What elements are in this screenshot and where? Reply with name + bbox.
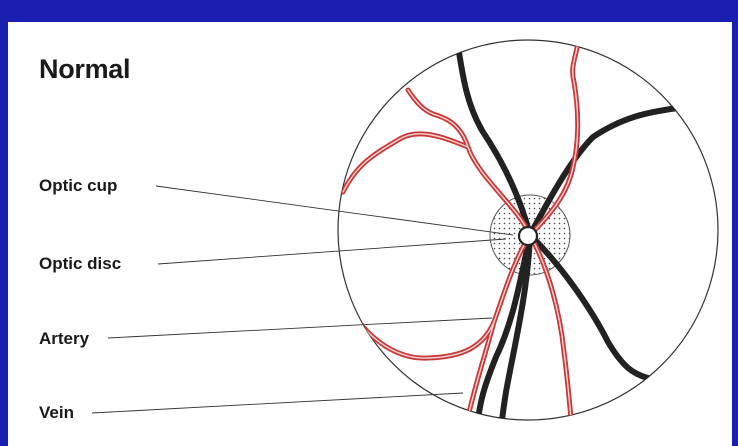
leader-line-vein (92, 393, 463, 413)
optic-cup (519, 227, 537, 245)
vein-lower-right (530, 235, 648, 378)
leader-line-optic-cup (156, 186, 513, 235)
leader-line-artery (108, 318, 492, 338)
slide: Normal Optic cup Optic disc Artery Vein (8, 22, 732, 446)
vein-upper-left (456, 32, 530, 235)
fundus-diagram (8, 22, 732, 446)
leader-line-optic-disc (158, 239, 506, 264)
